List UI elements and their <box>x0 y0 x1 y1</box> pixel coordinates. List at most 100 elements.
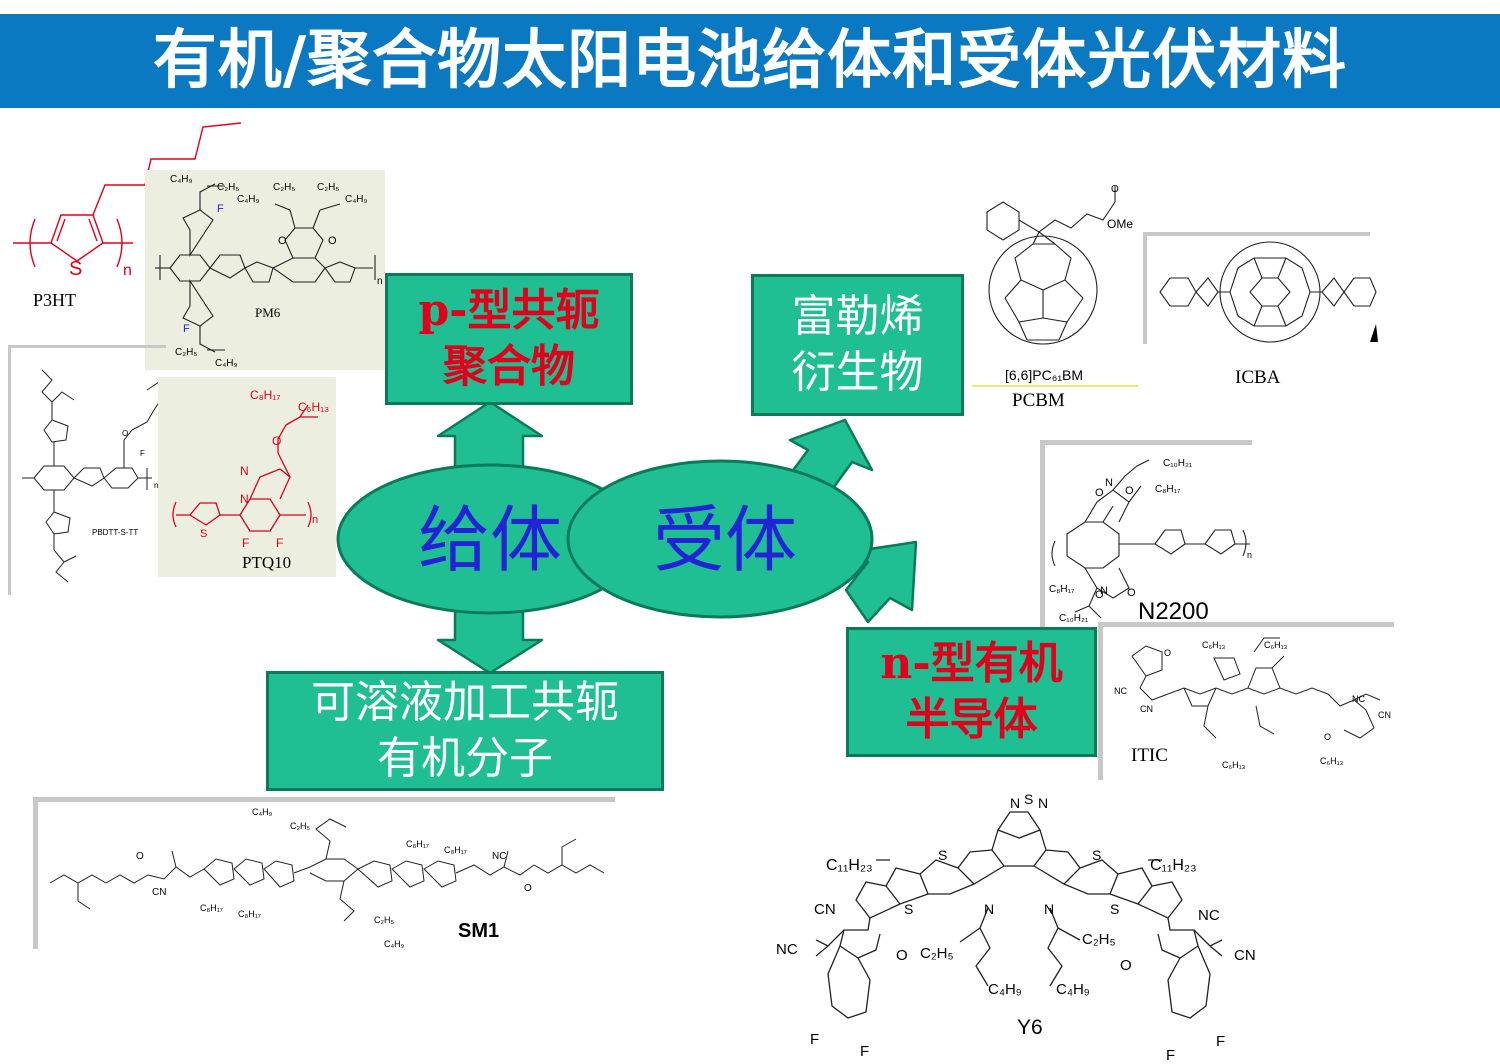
svg-text:C₈H₁₇: C₈H₁₇ <box>200 903 223 913</box>
svg-text:F: F <box>860 1043 869 1060</box>
n-type-line2: 半导体 <box>905 694 1038 745</box>
donor-label: 给体 <box>417 498 562 582</box>
svg-text:S: S <box>1024 791 1033 807</box>
svg-text:N: N <box>1100 585 1108 597</box>
svg-text:C₄H₉: C₄H₉ <box>1056 981 1090 998</box>
svg-text:O: O <box>1125 485 1134 497</box>
small-molecule-box: 可溶液加工共轭 有机分子 <box>266 671 664 791</box>
acceptor-ellipse <box>566 459 874 619</box>
svg-text:NC: NC <box>1352 694 1365 704</box>
pbdtt-panel <box>8 345 166 595</box>
pm6-structure: C₄H₉ C₂H₅ C₄H₉ C₂H₅ C₂H₅ C₄H₉ F F C₂H₅ C… <box>155 174 383 369</box>
svg-text:O: O <box>1324 732 1331 742</box>
svg-text:O: O <box>1095 487 1104 499</box>
svg-text:C₆H₁₃: C₆H₁₃ <box>298 400 329 414</box>
svg-text:n: n <box>377 276 383 287</box>
svg-text:C₂H₅: C₂H₅ <box>273 182 295 193</box>
svg-text:F: F <box>276 536 283 550</box>
svg-text:C₄H₉: C₄H₉ <box>170 174 193 185</box>
svg-text:C₁₀H₂₁: C₁₀H₂₁ <box>1163 458 1193 469</box>
n2200-panel <box>1040 440 1252 630</box>
itic-structure: NC CN O C₆H₁₃ C₆H₁₃ NC CN O C₆H₁₃ C₆H₁₃ <box>1114 637 1391 770</box>
svg-text:O: O <box>1164 648 1171 658</box>
svg-text:O: O <box>136 851 144 862</box>
svg-text:C₂H₅: C₂H₅ <box>290 821 310 831</box>
svg-text:N: N <box>1010 795 1020 811</box>
svg-text:O: O <box>896 947 908 964</box>
p-type-line1: p-型共轭 <box>418 284 600 336</box>
n-type-line1: n-型有机 <box>880 637 1063 689</box>
svg-text:C₆H₁₃: C₆H₁₃ <box>1202 640 1226 650</box>
svg-text:S: S <box>69 258 82 280</box>
svg-text:F: F <box>217 203 224 215</box>
pcbm-underline <box>972 385 1138 387</box>
svg-text:CN: CN <box>1378 710 1391 720</box>
p-type-line2: 聚合物 <box>443 341 575 392</box>
svg-text:C₂H₅: C₂H₅ <box>217 182 239 193</box>
page-title: 有机/聚合物太阳电池给体和受体光伏材料 <box>152 24 1348 98</box>
small-molecule-line2: 有机分子 <box>377 733 553 784</box>
sm1-panel <box>33 797 615 949</box>
svg-text:NC: NC <box>1198 907 1220 924</box>
pbdtt-label: PBDTT-S-TT <box>92 528 139 537</box>
itic-panel <box>1098 622 1394 780</box>
svg-text:O: O <box>328 235 337 247</box>
svg-text:C₂H₅: C₂H₅ <box>317 182 339 193</box>
icba-panel <box>1143 232 1370 344</box>
svg-text:O: O <box>1127 587 1136 599</box>
svg-text:S: S <box>1092 847 1101 863</box>
svg-text:N: N <box>240 492 249 506</box>
pm6-label: PM6 <box>255 305 281 320</box>
small-molecule-line1: 可溶液加工共轭 <box>311 676 619 728</box>
fullerene-box: 富勒烯 衍生物 <box>751 274 964 416</box>
svg-text:C₆H₁₃: C₆H₁₃ <box>1320 756 1344 766</box>
svg-text:S: S <box>200 528 207 540</box>
p-type-polymer-box: p-型共轭 聚合物 <box>385 273 633 405</box>
center-ellipses <box>336 459 874 619</box>
y6-label: Y6 <box>1017 1016 1043 1039</box>
acceptor-label: 受体 <box>652 498 797 582</box>
svg-text:S: S <box>1110 901 1119 917</box>
svg-text:N: N <box>1044 901 1054 917</box>
svg-text:n: n <box>1247 550 1252 560</box>
svg-text:C₂H₅: C₂H₅ <box>1082 931 1116 948</box>
svg-text:C₈H₁₇: C₈H₁₇ <box>238 909 261 919</box>
svg-text:n: n <box>154 481 158 490</box>
ptq10-panel <box>158 377 336 577</box>
svg-text:C₈H₁₇: C₈H₁₇ <box>406 839 429 849</box>
svg-text:n: n <box>123 262 132 279</box>
icba-structure <box>1159 241 1378 343</box>
svg-text:NC: NC <box>1114 686 1127 696</box>
ptq10-structure: C₈H₁₇ C₆H₁₃ O N N F F S n <box>172 388 329 550</box>
svg-text:O: O <box>1111 184 1119 195</box>
svg-text:NC: NC <box>492 851 506 862</box>
y6-structure: N S N N N S S S S C₁₁H₂₃ C₁₁H₂₃ CN NC NC… <box>776 791 1256 1064</box>
p3ht-structure: S n <box>13 122 242 280</box>
svg-text:F: F <box>242 536 249 550</box>
svg-text:C₂H₅: C₂H₅ <box>920 945 954 962</box>
svg-text:C₄H₉: C₄H₉ <box>988 981 1022 998</box>
svg-text:F: F <box>140 449 145 458</box>
svg-text:n: n <box>312 514 318 526</box>
svg-text:F: F <box>183 323 190 335</box>
svg-text:[6,6]PC₆₁BM: [6,6]PC₆₁BM <box>1005 367 1083 383</box>
n2200-structure: N N O O O O C₁₀H₂₁ C₈H₁₇ C₈H₁₇ C₁₀H₂₁ n <box>1049 458 1252 624</box>
svg-text:O: O <box>278 235 287 247</box>
svg-text:F: F <box>1166 1047 1175 1064</box>
svg-text:C₈H₁₇: C₈H₁₇ <box>1155 484 1181 495</box>
svg-text:C₁₀H₂₁: C₁₀H₂₁ <box>1059 613 1089 624</box>
svg-text:C₈H₁₇: C₈H₁₇ <box>250 388 280 402</box>
svg-text:C₄H₉: C₄H₉ <box>215 358 238 369</box>
svg-text:CN: CN <box>814 901 836 918</box>
svg-text:C₄H₉: C₄H₉ <box>384 939 405 949</box>
svg-text:O: O <box>1120 957 1132 974</box>
svg-text:O: O <box>272 434 281 448</box>
svg-text:C₄H₉: C₄H₉ <box>237 194 260 205</box>
svg-text:N: N <box>1105 477 1113 489</box>
svg-text:C₁₁H₂₃: C₁₁H₂₃ <box>1150 857 1197 874</box>
svg-text:F: F <box>810 1031 819 1048</box>
pbdtt-structure: O F n <box>22 369 163 583</box>
svg-text:NC: NC <box>776 941 798 958</box>
svg-text:C₂H₅: C₂H₅ <box>374 915 394 925</box>
fullerene-line2: 衍生物 <box>791 347 924 398</box>
